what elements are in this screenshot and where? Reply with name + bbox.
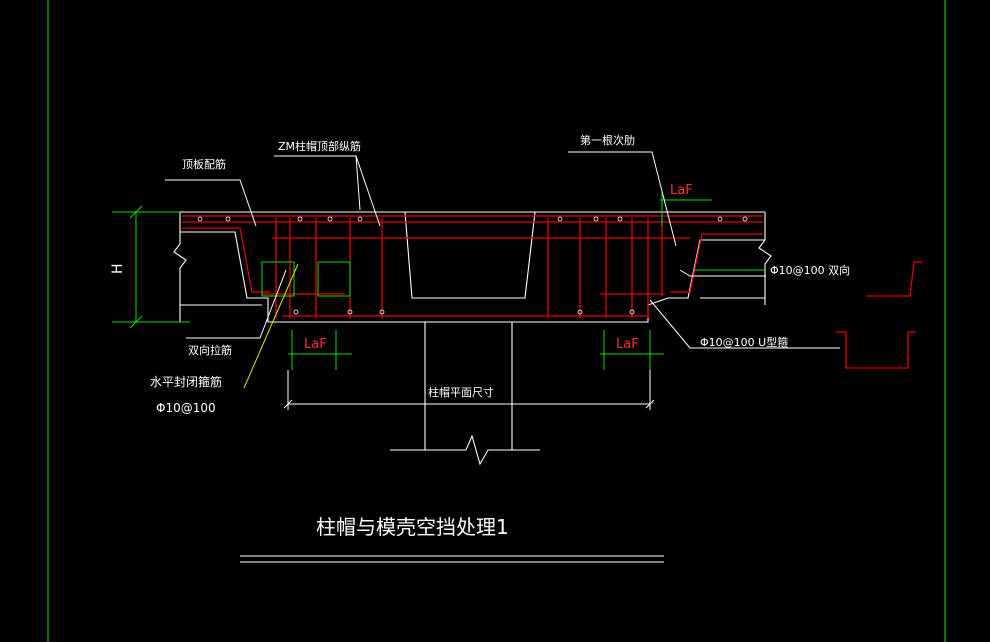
label-slab-rebar: 顶板配筋	[182, 157, 226, 171]
label-laf-right: LaF	[616, 337, 639, 352]
rebar-dot	[197, 216, 203, 222]
rebar-dot	[742, 216, 748, 222]
label-u-stirrup-spec: Φ10@100 U型箍	[700, 335, 788, 349]
left-break-line	[173, 212, 187, 322]
h-tick-bottom	[129, 315, 143, 329]
label-zm-top-rebar: ZM柱帽顶部纵筋	[278, 139, 361, 153]
rebar-dot	[357, 216, 363, 222]
drawing-title: 柱帽与模壳空挡处理1	[316, 515, 509, 539]
label-two-way-ties: 双向拉筋	[188, 343, 232, 357]
left-rib-bar	[182, 227, 270, 293]
tie-box-1	[261, 261, 295, 297]
left-rib-outline	[180, 231, 288, 323]
cap-plan-tick-left	[283, 399, 293, 409]
leader-zm-2	[355, 155, 381, 227]
rebar-dot	[593, 216, 599, 222]
label-cap-plan-size: 柱帽平面尺寸	[428, 385, 494, 399]
rebar-dots	[197, 216, 748, 315]
cap-plan-dimension	[283, 370, 655, 410]
rebar-dot	[577, 309, 583, 315]
mold-shell-void	[404, 211, 536, 299]
leader-first-rib	[568, 151, 677, 247]
rebar-dot	[629, 309, 635, 315]
two-way-bar-symbol	[866, 261, 922, 297]
right-break-line	[758, 212, 772, 305]
label-horizontal-stirrups: 水平封闭箍筋	[150, 374, 222, 389]
leader-horizontal-stirrups	[243, 263, 299, 389]
rebar-dot	[293, 309, 299, 315]
u-stirrup-symbol	[836, 331, 916, 369]
leader-slab-rebar	[165, 179, 257, 227]
dimension-lines	[112, 192, 765, 370]
rebar-dot	[379, 309, 385, 315]
rebar-dot	[347, 309, 353, 315]
rebar-dot	[557, 216, 563, 222]
right-rib-outline	[288, 239, 765, 323]
leader-u-stirrup	[649, 299, 840, 349]
rebar-dot	[717, 216, 723, 222]
label-laf-left: LaF	[304, 337, 327, 352]
tie-box-2	[317, 261, 351, 297]
column-break-line	[390, 434, 540, 466]
title-underline	[240, 555, 664, 563]
rebar-dot	[327, 216, 333, 222]
rebar-dot	[225, 216, 231, 222]
rebar-dot	[297, 216, 303, 222]
cap-plan-tick-right	[645, 399, 655, 409]
drawing-frame	[47, 0, 946, 642]
label-laf-top: LaF	[670, 183, 693, 198]
label-stirrup-spec: Φ10@100	[156, 401, 216, 415]
rebar-dot	[617, 216, 623, 222]
right-rib-bar	[670, 233, 763, 293]
leader-two-way-ties	[186, 269, 287, 339]
leader-two-way	[679, 269, 766, 277]
leader-lines	[165, 151, 840, 349]
label-two-way-spec: Φ10@100 双向	[770, 263, 850, 277]
concrete-outline	[173, 211, 772, 466]
label-height: H	[110, 263, 126, 274]
h-tick-top	[129, 205, 143, 219]
label-first-rib: 第一根次肋	[580, 133, 635, 147]
